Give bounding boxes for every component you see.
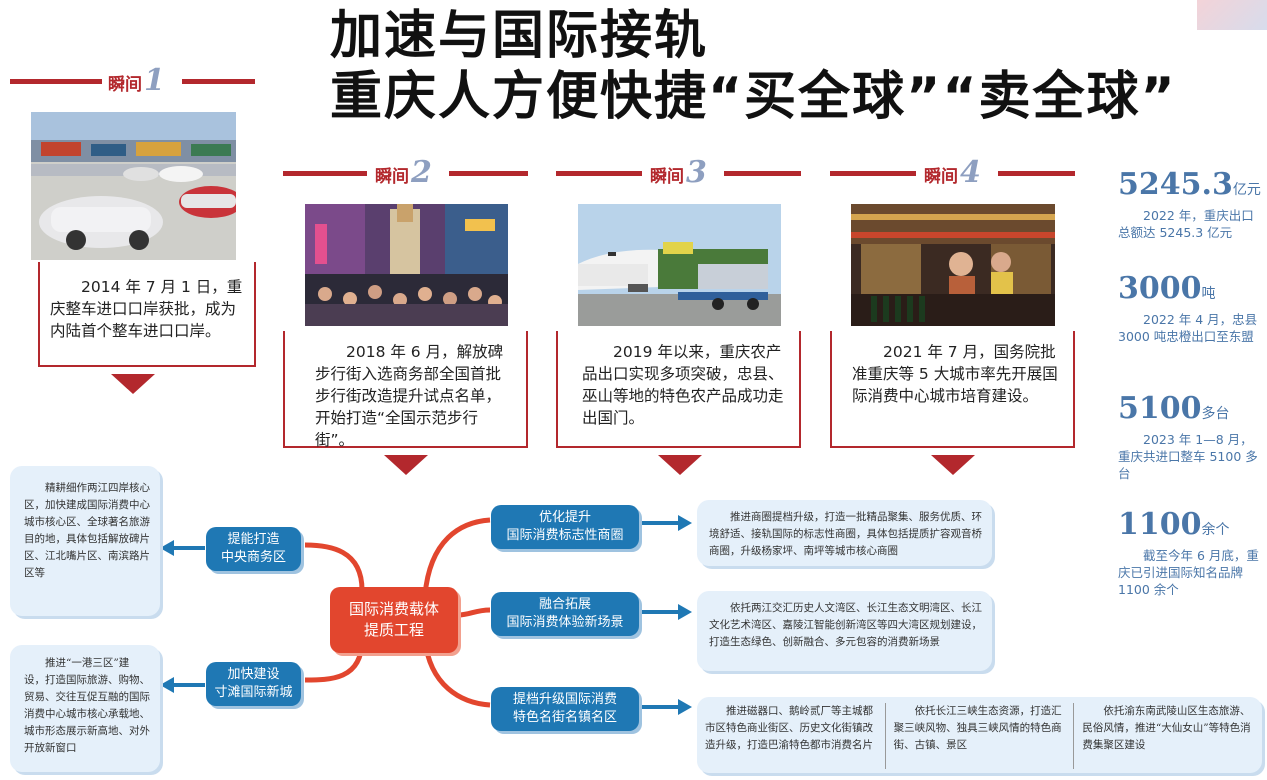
moment-3-arrow — [658, 455, 702, 475]
moment-3-photo — [578, 204, 781, 326]
panel-cuntan: 推进“一港三区”建设，打造国际旅游、购物、贸易、交往互促互融的国际消费中心城市核… — [10, 645, 160, 772]
moment-1-textbox: 2014 年 7 月 1 日，重庆整车进口口岸获批，成为内陆首个整车进口口岸。 — [38, 262, 256, 367]
stat-1: 5245.3亿元 2022 年，重庆出口总额达 5245.3 亿元 — [1118, 168, 1263, 241]
moment-1-arrow — [111, 374, 155, 394]
moment-3-label: 瞬间3 — [556, 158, 801, 188]
moment-2-label: 瞬间2 — [283, 158, 528, 188]
stat-4: 1100余个 截至今年 6 月底，重庆已引进国际知名品牌 1100 余个 — [1118, 508, 1263, 598]
node-landmark-district: 优化提升国际消费标志性商圈 — [491, 505, 639, 549]
diagram-connectors — [160, 515, 692, 715]
node-cbd: 提能打造中央商务区 — [206, 527, 301, 571]
corner-decoration — [1197, 0, 1267, 30]
stat-4-desc: 截至今年 6 月底，重庆已引进国际知名品牌 1100 余个 — [1118, 548, 1259, 597]
moment-4-photo — [851, 204, 1055, 326]
moment-2-textbox: 2018 年 6 月，解放碑步行街入选商务部全国首批步行街改造提升试点名单，开始… — [283, 331, 528, 449]
stat-3: 5100多台 2023 年 1—8 月，重庆共进口整车 5100 多台 — [1118, 392, 1263, 482]
center-node: 国际消费载体 提质工程 — [330, 587, 458, 653]
node-new-scenes: 融合拓展国际消费体验新场景 — [491, 592, 639, 636]
panel-divider — [884, 703, 886, 769]
moment-3-textbox: 2019 年以来，重庆农产品出口实现多项突破，忠县、巫山等地的特色农产品成功走出… — [556, 331, 801, 448]
moment-4-text: 2021 年 7 月，国务院批准重庆等 5 大城市率先开展国际消费中心城市培育建… — [852, 343, 1058, 405]
headline-line-1: 加速与国际接轨 — [330, 6, 709, 66]
headline-line-2: 重庆人方便快捷“买全球”“卖全球” — [330, 67, 1177, 127]
moment-1-photo — [31, 112, 236, 260]
stat-1-value: 5245.3亿元 — [1118, 167, 1261, 202]
moment-1-text: 2014 年 7 月 1 日，重庆整车进口口岸获批，成为内陆首个整车进口口岸。 — [50, 278, 243, 340]
stat-2: 3000吨 2022 年 4 月，忠县 3000 吨忠橙出口至东盟 — [1118, 272, 1263, 345]
node-famous-streets: 提档升级国际消费特色名街名镇名区 — [491, 687, 639, 731]
stat-2-value: 3000吨 — [1118, 271, 1216, 306]
moment-4-arrow — [931, 455, 975, 475]
panel-famous-streets: 推进磁器口、鹅岭贰厂等主城都市区特色商业街区、历史文化街镇改造升级，打造巴渝特色… — [697, 697, 1262, 773]
moment-3-text: 2019 年以来，重庆农产品出口实现多项突破，忠县、巫山等地的特色农产品成功走出… — [582, 343, 784, 427]
moment-2-text: 2018 年 6 月，解放碑步行街入选商务部全国首批步行街改造提升试点名单，开始… — [315, 343, 504, 449]
stat-2-desc: 2022 年 4 月，忠县 3000 吨忠橙出口至东盟 — [1118, 312, 1258, 344]
panel-new-scenes: 依托两江交汇历史人文湾区、长江生态文明湾区、长江文化艺术湾区、嘉陵江智能创新湾区… — [697, 591, 992, 671]
node-cuntan: 加快建设寸滩国际新城 — [206, 662, 301, 706]
stat-3-value: 5100多台 — [1118, 391, 1230, 426]
panel-divider — [1073, 703, 1075, 769]
stat-1-desc: 2022 年，重庆出口总额达 5245.3 亿元 — [1118, 208, 1254, 240]
moment-4-textbox: 2021 年 7 月，国务院批准重庆等 5 大城市率先开展国际消费中心城市培育建… — [830, 331, 1075, 448]
moment-2-arrow — [384, 455, 428, 475]
panel-landmark-district: 推进商圈提档升级，打造一批精品聚集、服务优质、环境舒适、接轨国际的标志性商圈，具… — [697, 500, 992, 566]
moment-1-label: 瞬间1 — [10, 66, 255, 96]
moment-2-photo — [305, 204, 508, 326]
panel-cbd: 精耕细作两江四岸核心区，加快建成国际消费中心城市核心区、全球著名旅游目的地，具体… — [10, 466, 160, 616]
stat-3-desc: 2023 年 1—8 月，重庆共进口整车 5100 多台 — [1118, 432, 1258, 481]
stat-4-value: 1100余个 — [1118, 507, 1230, 542]
moment-4-label: 瞬间4 — [830, 158, 1075, 188]
